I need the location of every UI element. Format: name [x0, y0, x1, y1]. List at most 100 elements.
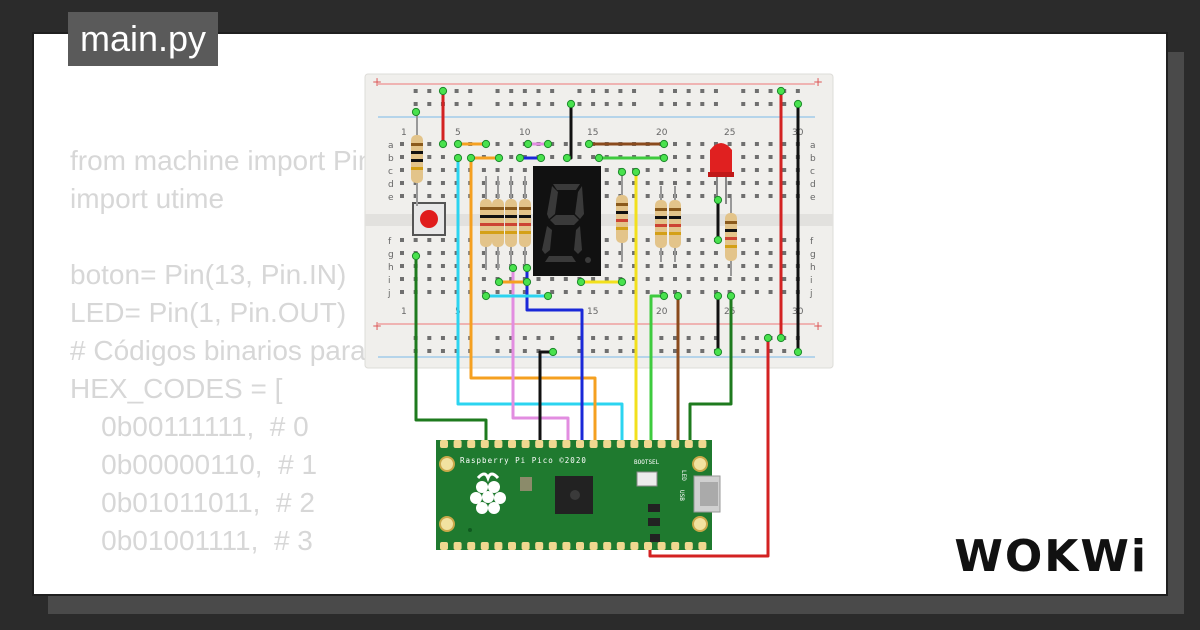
pico-pin[interactable] — [562, 542, 571, 550]
wire[interactable] — [688, 294, 733, 448]
connection-point — [508, 263, 518, 273]
connection-point — [793, 99, 803, 109]
pico-pin[interactable] — [480, 542, 489, 550]
pico-pin[interactable] — [576, 542, 584, 550]
wires — [411, 86, 803, 558]
connection-point — [543, 139, 553, 149]
pico-pin[interactable] — [562, 440, 571, 448]
pico-label: Raspberry Pi Pico ©2020 — [460, 456, 587, 465]
connection-point — [793, 347, 803, 357]
pico-pin[interactable] — [616, 440, 625, 448]
pico-pin[interactable] — [576, 440, 584, 448]
col-num-25: 25 — [724, 128, 735, 138]
connection-point — [713, 347, 723, 357]
pico-pin[interactable] — [684, 440, 693, 448]
code-line: HEX_CODES = [ — [70, 373, 283, 404]
resistor[interactable] — [616, 176, 628, 262]
seven-segment-display[interactable] — [533, 166, 601, 276]
pico-pin[interactable] — [521, 440, 530, 448]
wire[interactable] — [525, 266, 584, 448]
row-letter-g-right: g — [810, 250, 816, 260]
pico-pin[interactable] — [684, 542, 693, 550]
pico-pin[interactable] — [630, 440, 639, 448]
pico-pin[interactable] — [467, 542, 476, 550]
pico-pin[interactable] — [671, 542, 680, 550]
row-letter-f-right: f — [810, 237, 814, 247]
pico-pin[interactable] — [548, 440, 557, 448]
col-num-20b: 20 — [656, 307, 668, 317]
pico-pin[interactable] — [603, 542, 612, 550]
pico-pin[interactable] — [589, 440, 598, 448]
pico-pin[interactable] — [644, 542, 652, 550]
resistor[interactable] — [669, 186, 681, 262]
pico-pin[interactable] — [630, 542, 639, 550]
file-tab[interactable]: main.py — [68, 12, 219, 66]
pico-pin[interactable] — [453, 440, 462, 448]
resistor[interactable] — [655, 186, 667, 262]
connection-point — [548, 347, 558, 357]
resistor[interactable] — [411, 112, 423, 206]
svg-text:+: + — [372, 319, 382, 333]
pico-pin[interactable] — [548, 542, 557, 550]
connection-point — [659, 139, 669, 149]
code-line: from machine import Pin — [70, 145, 374, 176]
pico-pin[interactable] — [508, 440, 516, 448]
row-letter-h: h — [388, 263, 394, 273]
pico-pin[interactable] — [657, 440, 666, 448]
code-line: 0b00000110, # 1 — [70, 449, 318, 480]
pico-pin[interactable] — [698, 440, 707, 448]
pico-pin[interactable] — [603, 440, 612, 448]
connection-point — [776, 86, 786, 96]
code-line: 0b00111111, # 0 — [70, 411, 309, 442]
connection-point — [515, 153, 525, 163]
pico-pin[interactable] — [616, 542, 625, 550]
resistor[interactable] — [480, 176, 492, 270]
row-letter-j: j — [387, 289, 391, 299]
raspberry-pi-pico[interactable]: Raspberry Pi Pico ©2020 BOOTSEL LED USB — [436, 440, 721, 550]
pico-pin[interactable] — [644, 440, 652, 448]
connection-point — [411, 107, 421, 117]
pico-pin[interactable] — [494, 440, 503, 448]
pico-pin[interactable] — [467, 440, 476, 448]
pico-pin[interactable] — [440, 440, 448, 448]
connection-point — [438, 86, 448, 96]
pico-pin[interactable] — [480, 440, 489, 448]
resistor[interactable] — [505, 176, 517, 270]
col-num-1b: 1 — [401, 307, 407, 317]
pico-pin[interactable] — [535, 542, 544, 550]
usb-label: USB — [678, 490, 685, 501]
connection-point — [631, 167, 641, 177]
code-line: boton= Pin(13, Pin.IN) — [70, 259, 347, 290]
resistor[interactable] — [492, 176, 504, 270]
pico-pin[interactable] — [440, 542, 448, 550]
connection-point — [617, 277, 627, 287]
pico-pin[interactable] — [494, 542, 503, 550]
pico-pin[interactable] — [508, 542, 516, 550]
connection-point — [594, 153, 604, 163]
connection-point — [481, 291, 491, 301]
pico-pin[interactable] — [698, 542, 707, 550]
push-button[interactable] — [412, 202, 446, 236]
wire[interactable] — [538, 350, 555, 448]
wire[interactable] — [469, 156, 597, 448]
connection-point — [494, 153, 504, 163]
wire[interactable] — [649, 294, 666, 448]
row-letter-e-right: e — [810, 193, 816, 203]
row-letter-a-right: a — [810, 141, 816, 151]
resistor[interactable] — [725, 198, 737, 276]
row-letter-c: c — [388, 167, 393, 177]
connection-point — [566, 99, 576, 109]
pico-pin[interactable] — [521, 542, 530, 550]
pico-pin[interactable] — [657, 542, 666, 550]
wire[interactable] — [414, 254, 488, 448]
pico-pin[interactable] — [453, 542, 462, 550]
pico-pin[interactable] — [589, 542, 598, 550]
pico-pin[interactable] — [535, 440, 544, 448]
col-num-15b: 15 — [587, 307, 598, 317]
resistor[interactable] — [519, 176, 531, 270]
wokwi-logo: WOKWi — [954, 531, 1148, 582]
pico-pin[interactable] — [671, 440, 680, 448]
connection-point — [411, 251, 421, 261]
connection-point — [659, 291, 669, 301]
